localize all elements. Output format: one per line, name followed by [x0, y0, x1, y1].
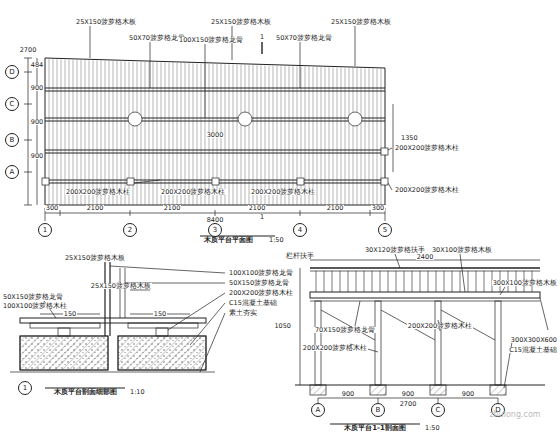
- axis-label: D: [9, 69, 14, 76]
- axis-circle: D: [5, 65, 19, 79]
- detail-section: [10, 262, 225, 388]
- annotation: 200X200菠萝格木柱: [394, 145, 460, 152]
- annotation: C15混凝土基础: [228, 300, 278, 307]
- axis-label: B: [10, 137, 15, 144]
- axis-circle: 4: [293, 223, 307, 237]
- annotation: 1:10: [129, 389, 146, 396]
- annotation: 1050: [273, 323, 292, 330]
- annotation: 25X150菠萝格木板: [90, 283, 152, 290]
- annotation: 900: [30, 153, 44, 160]
- annotation: 900: [30, 119, 44, 126]
- axis-circle: 2: [123, 223, 137, 237]
- annotation: 50X150菠萝格龙骨: [2, 294, 64, 301]
- annotation: 1:50: [424, 425, 441, 432]
- axis-circle: B: [5, 133, 19, 147]
- annotation: 300X300X600: [510, 337, 558, 344]
- annotation: 300: [45, 205, 59, 212]
- annotation: 25X150菠萝格木板: [210, 19, 272, 26]
- axis-label: 1: [23, 385, 27, 392]
- annotation: 900: [461, 391, 475, 398]
- annotation: 1: [259, 34, 265, 41]
- plan-view: [24, 26, 393, 236]
- annotation: 200X200菠萝格木柱: [250, 189, 316, 196]
- axis-label: C: [436, 407, 441, 414]
- axis-circle: 1: [38, 223, 52, 237]
- axis-circle: 1: [18, 381, 32, 395]
- annotation: 200X200菠萝格木柱: [394, 187, 460, 194]
- axis-circle: A: [5, 165, 19, 179]
- annotation: 25X150菠萝格木板: [75, 19, 137, 26]
- annotation: C15混凝土基础: [508, 347, 558, 354]
- annotation: 8400: [206, 217, 225, 224]
- annotation: 1: [259, 214, 265, 221]
- annotation: 25X150菠萝格木板: [330, 19, 392, 26]
- annotation: 2400: [416, 254, 435, 261]
- annotation: 2100: [163, 205, 182, 212]
- view-title: 木质平台平面图: [203, 237, 254, 244]
- axis-circle: 5: [378, 223, 392, 237]
- axis-circle: B: [371, 403, 385, 417]
- annotation: 栏杆扶手: [285, 253, 315, 260]
- annotation: 1350: [400, 135, 419, 142]
- annotation: 100X100菠萝格木柱: [2, 303, 68, 310]
- annotation: 2100: [86, 205, 105, 212]
- axis-circle: 3: [208, 223, 222, 237]
- annotation: 100X100菠萝格龙骨: [228, 270, 294, 277]
- annotation: 900: [401, 391, 415, 398]
- annotation: 150: [63, 311, 77, 318]
- axis-circle: C: [5, 97, 19, 111]
- annotation: 3000: [206, 132, 225, 139]
- annotation: 900: [341, 391, 355, 398]
- watermark: zhulong.com: [488, 411, 541, 419]
- annotation: 素土夯实: [228, 310, 258, 317]
- annotation: 150: [153, 311, 167, 318]
- view-title: 木质平台剖面细部图: [53, 389, 118, 396]
- axis-label: 4: [298, 227, 302, 234]
- annotation: 100X150菠萝格龙骨: [178, 37, 244, 44]
- annotation: 50X70菠萝格龙骨: [275, 35, 333, 42]
- annotation: 50X150菠萝格龙骨: [228, 280, 290, 287]
- axis-circle: C: [431, 403, 445, 417]
- axis-label: C: [10, 101, 15, 108]
- annotation: 300: [371, 205, 385, 212]
- annotation: 2700: [399, 401, 418, 408]
- annotation: 25X150菠萝格木板: [64, 255, 126, 262]
- annotation: 70X150菠萝格龙骨: [314, 327, 376, 334]
- annotation: 200X200菠萝格木柱: [160, 189, 226, 196]
- axis-label: B: [376, 407, 381, 414]
- annotation: 200X200菠萝格木柱: [302, 345, 368, 352]
- axis-circle: A: [311, 403, 325, 417]
- annotation: 1:50: [268, 237, 285, 244]
- annotation: 484: [30, 62, 44, 69]
- annotation: 2700: [19, 47, 38, 54]
- annotation: 2100: [326, 205, 345, 212]
- annotation: 200X200菠萝格木柱: [65, 189, 131, 196]
- axis-label: 5: [383, 227, 387, 234]
- annotation: 900: [30, 85, 44, 92]
- axis-label: 3: [213, 227, 217, 234]
- annotation: 30X120菠萝格扶手: [364, 247, 426, 254]
- annotation: 300X100菠萝格木板: [492, 280, 558, 287]
- annotation: 200X200菠萝格木柱: [228, 290, 294, 297]
- annotation: 30X100菠萝格木板: [431, 247, 493, 254]
- axis-label: A: [10, 169, 15, 176]
- axis-label: 2: [128, 227, 132, 234]
- view-title: 木质平台1-1剖面图: [343, 425, 407, 432]
- axis-label: 1: [43, 227, 47, 234]
- axis-label: A: [316, 407, 321, 414]
- annotation: 200X200菠萝格木柱: [407, 323, 473, 330]
- annotation: 2100: [248, 205, 267, 212]
